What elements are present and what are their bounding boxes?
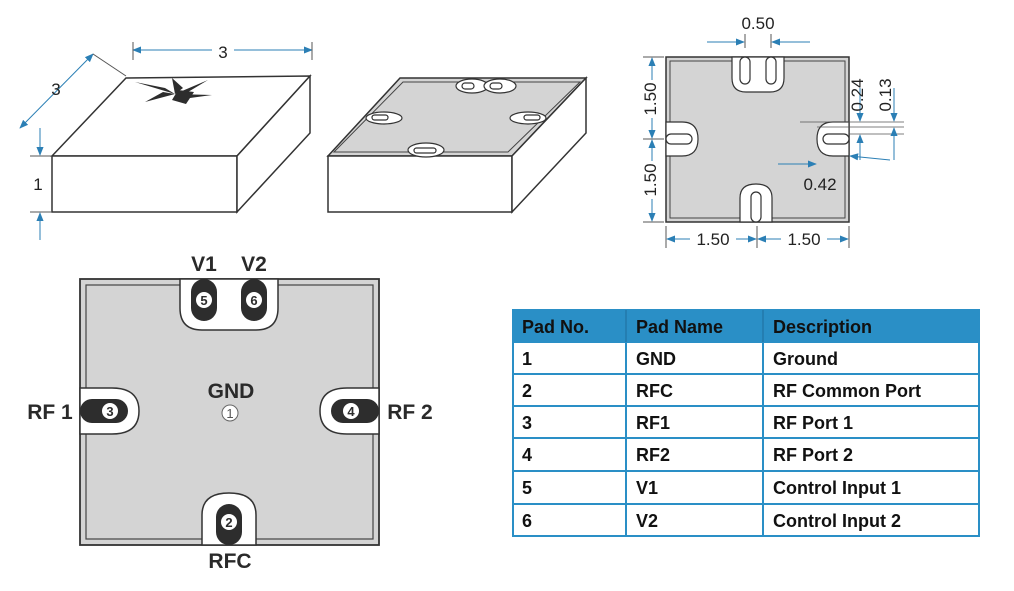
label-rf1: RF 1 <box>27 401 73 424</box>
table-cell: RF Port 1 <box>773 413 853 433</box>
pad-number-rf1: 3 <box>106 404 113 419</box>
slot-half-width-label: 0.13 <box>876 78 895 111</box>
pad-number-gnd: 1 <box>226 406 233 421</box>
pad-number-v2: 6 <box>250 293 257 308</box>
upper-half-label: 1.50 <box>641 82 660 115</box>
pad-number-rfc: 2 <box>225 515 232 530</box>
table-cell: V2 <box>636 511 658 531</box>
table-header-pad-no: Pad No. <box>522 317 589 337</box>
depth-dimension-line <box>19 53 94 129</box>
table-cell: RFC <box>636 381 673 401</box>
pad-number-v1: 5 <box>200 293 207 308</box>
table-cell: 5 <box>522 478 532 498</box>
depth-label: 3 <box>51 80 60 99</box>
table-cell: RF Common Port <box>773 381 921 401</box>
manufacturer-logo <box>135 78 212 104</box>
table-cell: 2 <box>522 381 532 401</box>
label-rfc: RFC <box>208 550 251 573</box>
table-cell: Control Input 2 <box>773 511 901 531</box>
table-cell: 1 <box>522 349 532 369</box>
table-cell: 4 <box>522 445 532 465</box>
table-cell: 6 <box>522 511 532 531</box>
footprint-pad-rf1 <box>665 133 693 145</box>
table-cell: 3 <box>522 413 532 433</box>
iso-pad-left <box>365 111 403 125</box>
table-cell: Control Input 1 <box>773 478 901 498</box>
table-cell: V1 <box>636 478 658 498</box>
slot-depth-label: 0.24 <box>848 78 867 111</box>
label-gnd: GND <box>208 380 255 403</box>
footprint-pad-v1 <box>739 56 751 85</box>
label-rf2: RF 2 <box>387 401 433 424</box>
width-label: 3 <box>218 43 227 62</box>
footprint-view: 0.50 1.50 1.50 0.24 0.13 0.42 1.50 <box>640 14 904 250</box>
iso-pad-top <box>455 78 517 94</box>
footprint-pad-rf2 <box>822 133 850 145</box>
pad-table-header <box>513 310 979 342</box>
footprint-pad-v2 <box>765 56 777 85</box>
right-half-label: 1.50 <box>787 230 820 249</box>
table-cell: RF Port 2 <box>773 445 853 465</box>
table-cell: RF1 <box>636 413 670 433</box>
pad-number-rf2: 4 <box>347 404 355 419</box>
pad-table: Pad No. Pad Name Description 1 GND Groun… <box>512 309 980 537</box>
height-label: 1 <box>33 175 42 194</box>
lower-half-label: 1.50 <box>641 163 660 196</box>
iso-bottom-view <box>326 76 588 214</box>
table-header-description: Description <box>773 317 872 337</box>
slot-width-label: 0.42 <box>803 175 836 194</box>
iso-top-view: 3 3 1 <box>19 38 313 240</box>
left-half-label: 1.50 <box>696 230 729 249</box>
table-cell: RF2 <box>636 445 670 465</box>
label-v2: V2 <box>241 253 267 276</box>
label-v1: V1 <box>191 253 217 276</box>
table-header-pad-name: Pad Name <box>636 317 723 337</box>
table-cell: Ground <box>773 349 838 369</box>
iso-pad-bottom <box>407 142 445 158</box>
table-cell: GND <box>636 349 676 369</box>
pad-gnd-marker <box>221 404 239 422</box>
iso-pad-right <box>509 111 547 125</box>
pinout-view: 5 6 3 4 2 1 V1 V2 RF 1 RF 2 GND RFC <box>27 253 433 573</box>
footprint-pad-rfc <box>750 191 762 223</box>
top-spacing-label: 0.50 <box>741 14 774 33</box>
